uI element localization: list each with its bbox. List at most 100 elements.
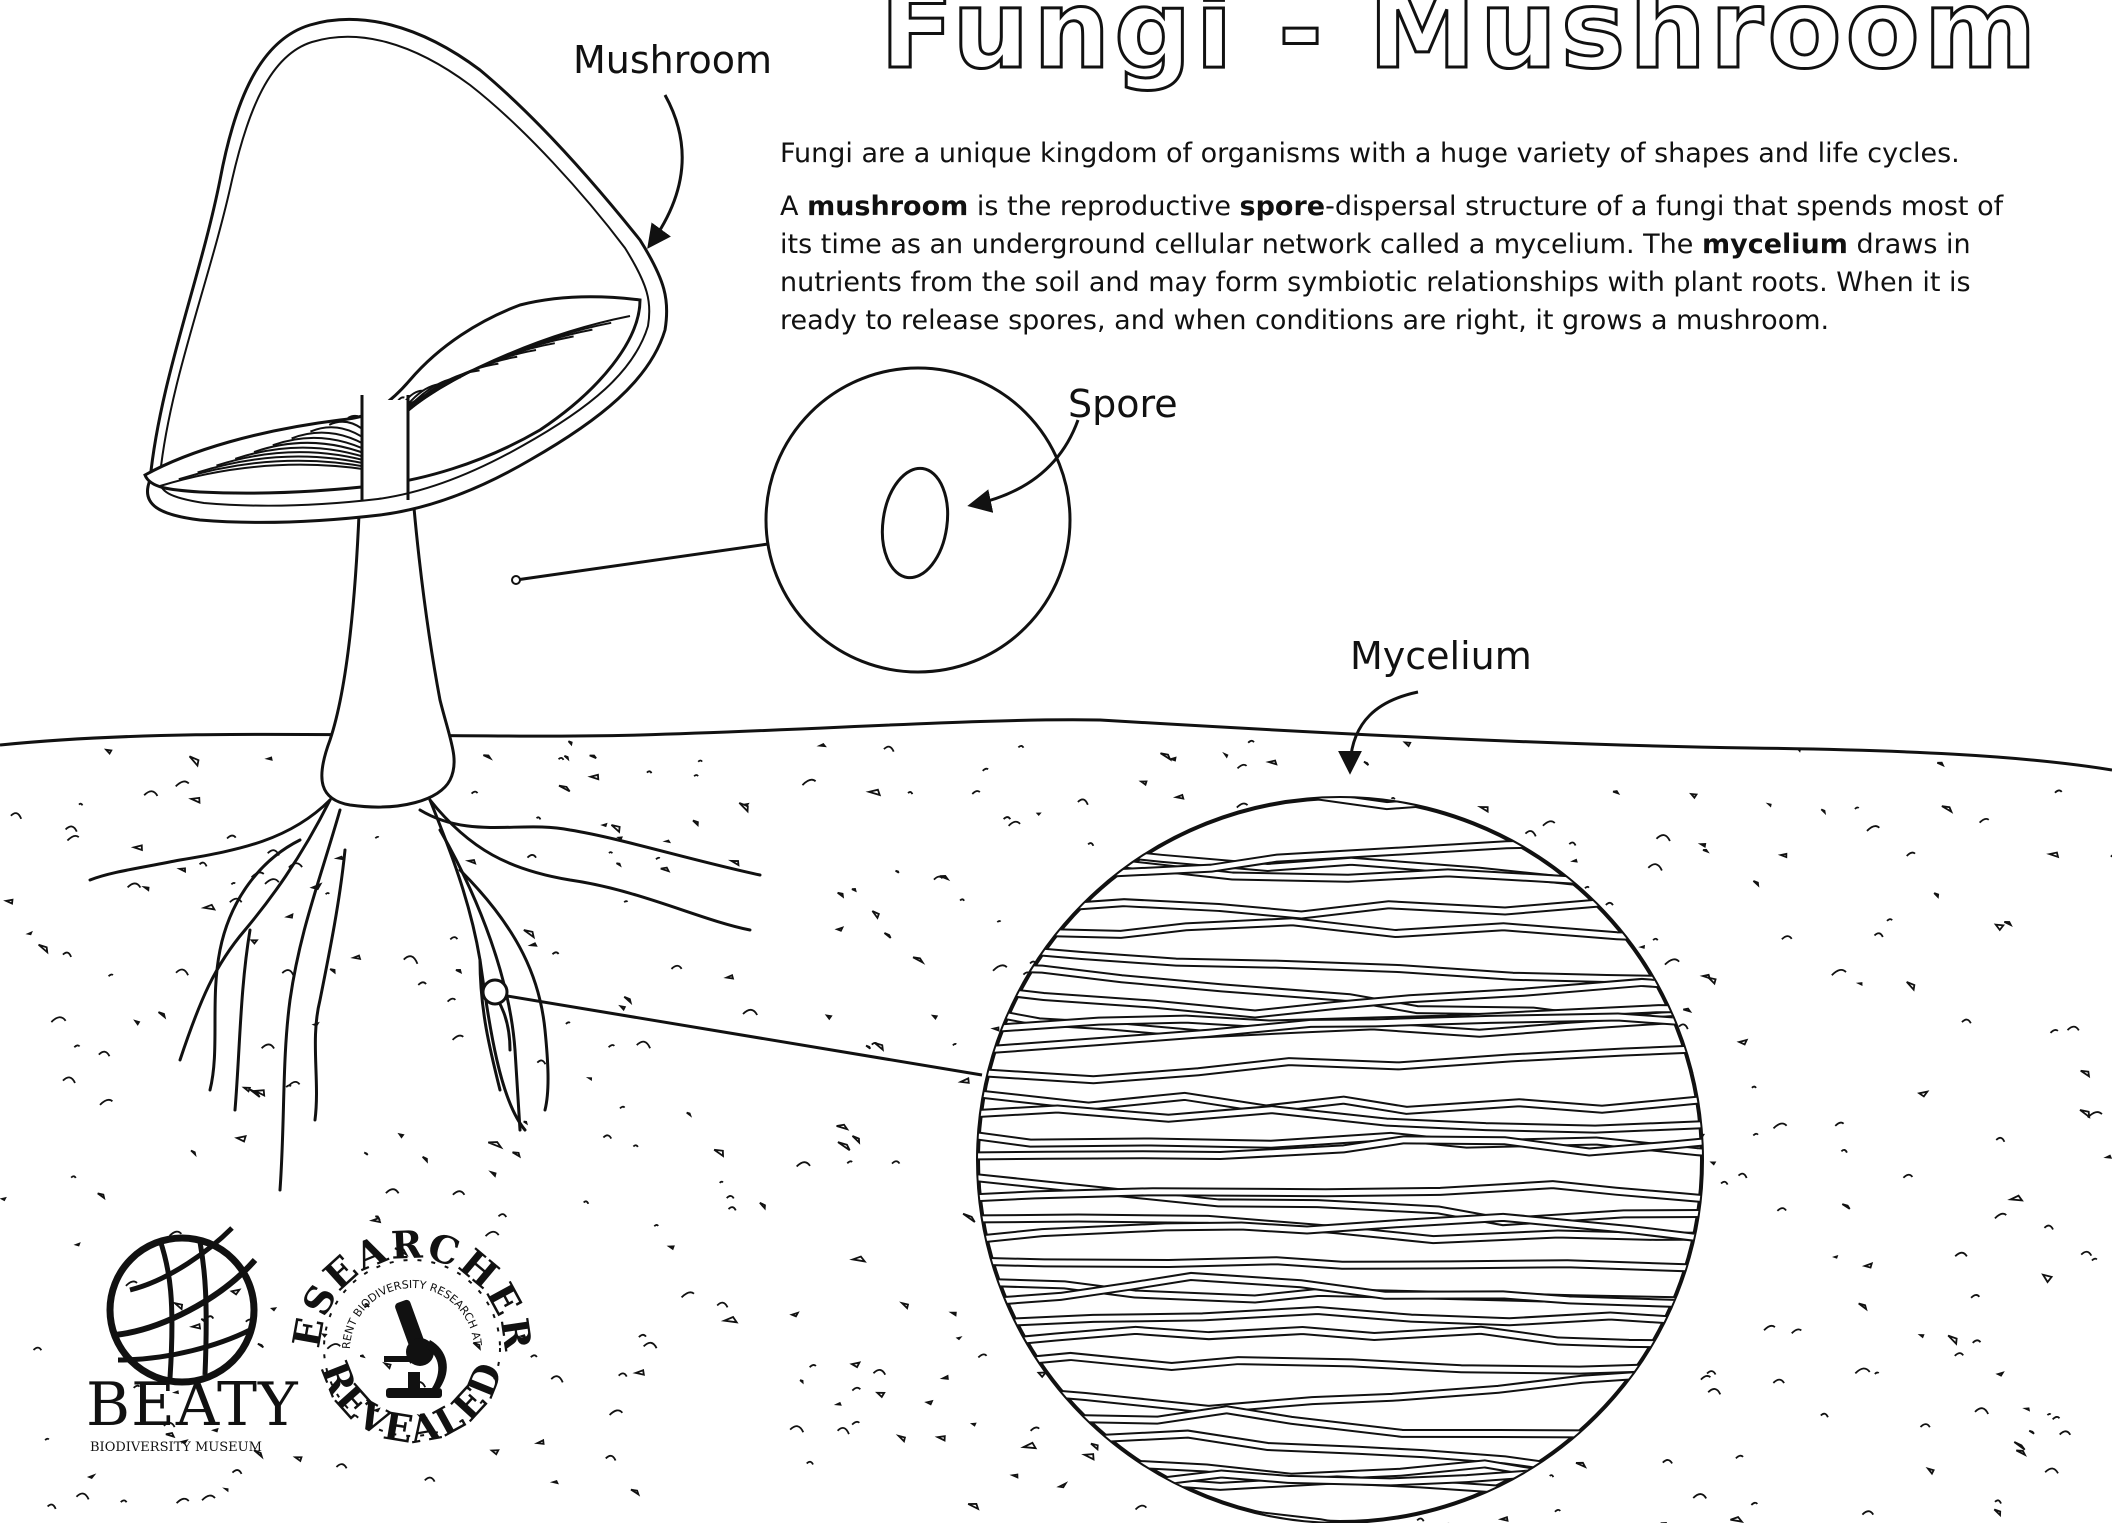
soil-speck bbox=[200, 863, 207, 867]
soil-speck bbox=[877, 1393, 884, 1397]
soil-speck bbox=[853, 1257, 865, 1262]
soil-speck bbox=[2011, 1196, 2022, 1201]
soil-speck bbox=[98, 1193, 104, 1198]
soil-speck bbox=[76, 1493, 88, 1499]
soil-speck bbox=[499, 1214, 507, 1217]
soil-speck bbox=[810, 1365, 816, 1367]
soil-speck bbox=[468, 860, 475, 863]
soil-speck bbox=[2004, 922, 2010, 925]
soil-speck bbox=[1955, 1253, 1967, 1257]
soil-speck bbox=[743, 1010, 757, 1015]
soil-speck bbox=[609, 1045, 615, 1047]
soil-speck bbox=[1009, 822, 1020, 826]
soil-speck bbox=[204, 905, 214, 910]
soil-speck bbox=[327, 1344, 340, 1349]
soil-speck bbox=[1691, 794, 1696, 798]
soil-speck bbox=[852, 1363, 860, 1368]
soil-speck bbox=[666, 841, 669, 842]
soil-speck bbox=[1141, 781, 1146, 784]
soil-speck bbox=[729, 1207, 736, 1210]
soil-speck bbox=[176, 781, 189, 786]
soil-speck bbox=[28, 933, 31, 935]
soil-speck bbox=[852, 1388, 860, 1391]
soil-speck bbox=[908, 792, 912, 794]
soil-speck bbox=[1855, 807, 1859, 808]
soil-speck bbox=[953, 1044, 956, 1045]
soil-speck bbox=[624, 901, 627, 902]
soil-speck bbox=[2006, 741, 2012, 745]
soil-speck bbox=[2047, 1414, 2050, 1415]
soil-speck bbox=[636, 1370, 644, 1374]
soil-speck bbox=[1031, 1427, 1040, 1430]
soil-speck bbox=[619, 837, 622, 839]
beaty-name: BEATY bbox=[86, 1370, 299, 1440]
soil-speck bbox=[258, 1344, 263, 1348]
soil-speck bbox=[531, 1355, 537, 1357]
soil-speck bbox=[227, 836, 236, 839]
soil-speck bbox=[1648, 864, 1662, 870]
soil-speck bbox=[603, 1135, 611, 1138]
soil-speck bbox=[1934, 893, 1938, 897]
soil-speck bbox=[1875, 1373, 1879, 1374]
soil-speck bbox=[852, 1136, 859, 1142]
soil-speck bbox=[2060, 1431, 2071, 1435]
soil-speck bbox=[820, 744, 825, 746]
soil-speck bbox=[797, 1162, 810, 1166]
soil-speck bbox=[792, 1313, 798, 1317]
soil-speck bbox=[180, 868, 185, 871]
soil-speck bbox=[287, 915, 292, 918]
soil-speck bbox=[232, 1470, 241, 1474]
soil-speck bbox=[190, 756, 199, 765]
soil-speck bbox=[1920, 1335, 1923, 1337]
soil-speck bbox=[2029, 1431, 2034, 1434]
soil-speck bbox=[448, 999, 456, 1002]
soil-speck bbox=[961, 1078, 969, 1082]
soil-speck bbox=[1721, 1182, 1728, 1185]
soil-speck bbox=[1585, 887, 1589, 888]
soil-speck bbox=[1937, 763, 1943, 766]
soil-speck bbox=[606, 1456, 616, 1461]
soil-speck bbox=[609, 852, 612, 853]
intro-text-a: A bbox=[780, 191, 807, 222]
soil-speck bbox=[938, 1436, 945, 1440]
soil-speck bbox=[244, 1088, 250, 1092]
soil-speck bbox=[492, 1450, 499, 1454]
soil-speck bbox=[1821, 809, 1824, 812]
soil-speck bbox=[1782, 936, 1792, 939]
label-spore: Spore bbox=[1068, 382, 1178, 426]
soil-speck bbox=[1161, 753, 1170, 759]
soil-speck bbox=[232, 1290, 240, 1295]
soil-speck bbox=[1078, 799, 1088, 804]
soil-speck bbox=[237, 1136, 246, 1141]
soil-speck bbox=[892, 1161, 899, 1163]
soil-speck bbox=[978, 1354, 986, 1357]
soil-speck bbox=[983, 769, 988, 771]
soil-speck bbox=[1996, 925, 2004, 930]
soil-speck bbox=[1701, 1376, 1710, 1380]
soil-speck bbox=[1004, 817, 1011, 819]
soil-speck bbox=[2107, 1156, 2111, 1158]
soil-speck bbox=[1656, 835, 1669, 841]
soil-speck bbox=[624, 997, 630, 1003]
soil-speck bbox=[896, 871, 899, 873]
soil-speck bbox=[559, 786, 570, 792]
soil-speck bbox=[330, 969, 334, 972]
ground-line bbox=[0, 720, 2112, 770]
soil-speck bbox=[418, 982, 426, 985]
soil-speck bbox=[272, 1308, 275, 1310]
soil-speck bbox=[135, 1021, 139, 1024]
soil-speck bbox=[2045, 1468, 2058, 1473]
soil-speck bbox=[693, 821, 698, 825]
soil-speck bbox=[1859, 1304, 1866, 1310]
soil-speck bbox=[1269, 761, 1276, 765]
soil-speck bbox=[2092, 1259, 2097, 1261]
soil-speck bbox=[453, 1036, 464, 1040]
soil-speck bbox=[1480, 807, 1487, 812]
soil-speck bbox=[656, 858, 660, 860]
soil-speck bbox=[295, 1457, 301, 1461]
page-title: Fungi - Mushroom bbox=[880, 0, 2040, 93]
soil-speck bbox=[2, 1198, 5, 1200]
soil-speck bbox=[589, 1078, 591, 1079]
soil-speck bbox=[1708, 1389, 1720, 1394]
soil-speck bbox=[972, 1424, 975, 1426]
